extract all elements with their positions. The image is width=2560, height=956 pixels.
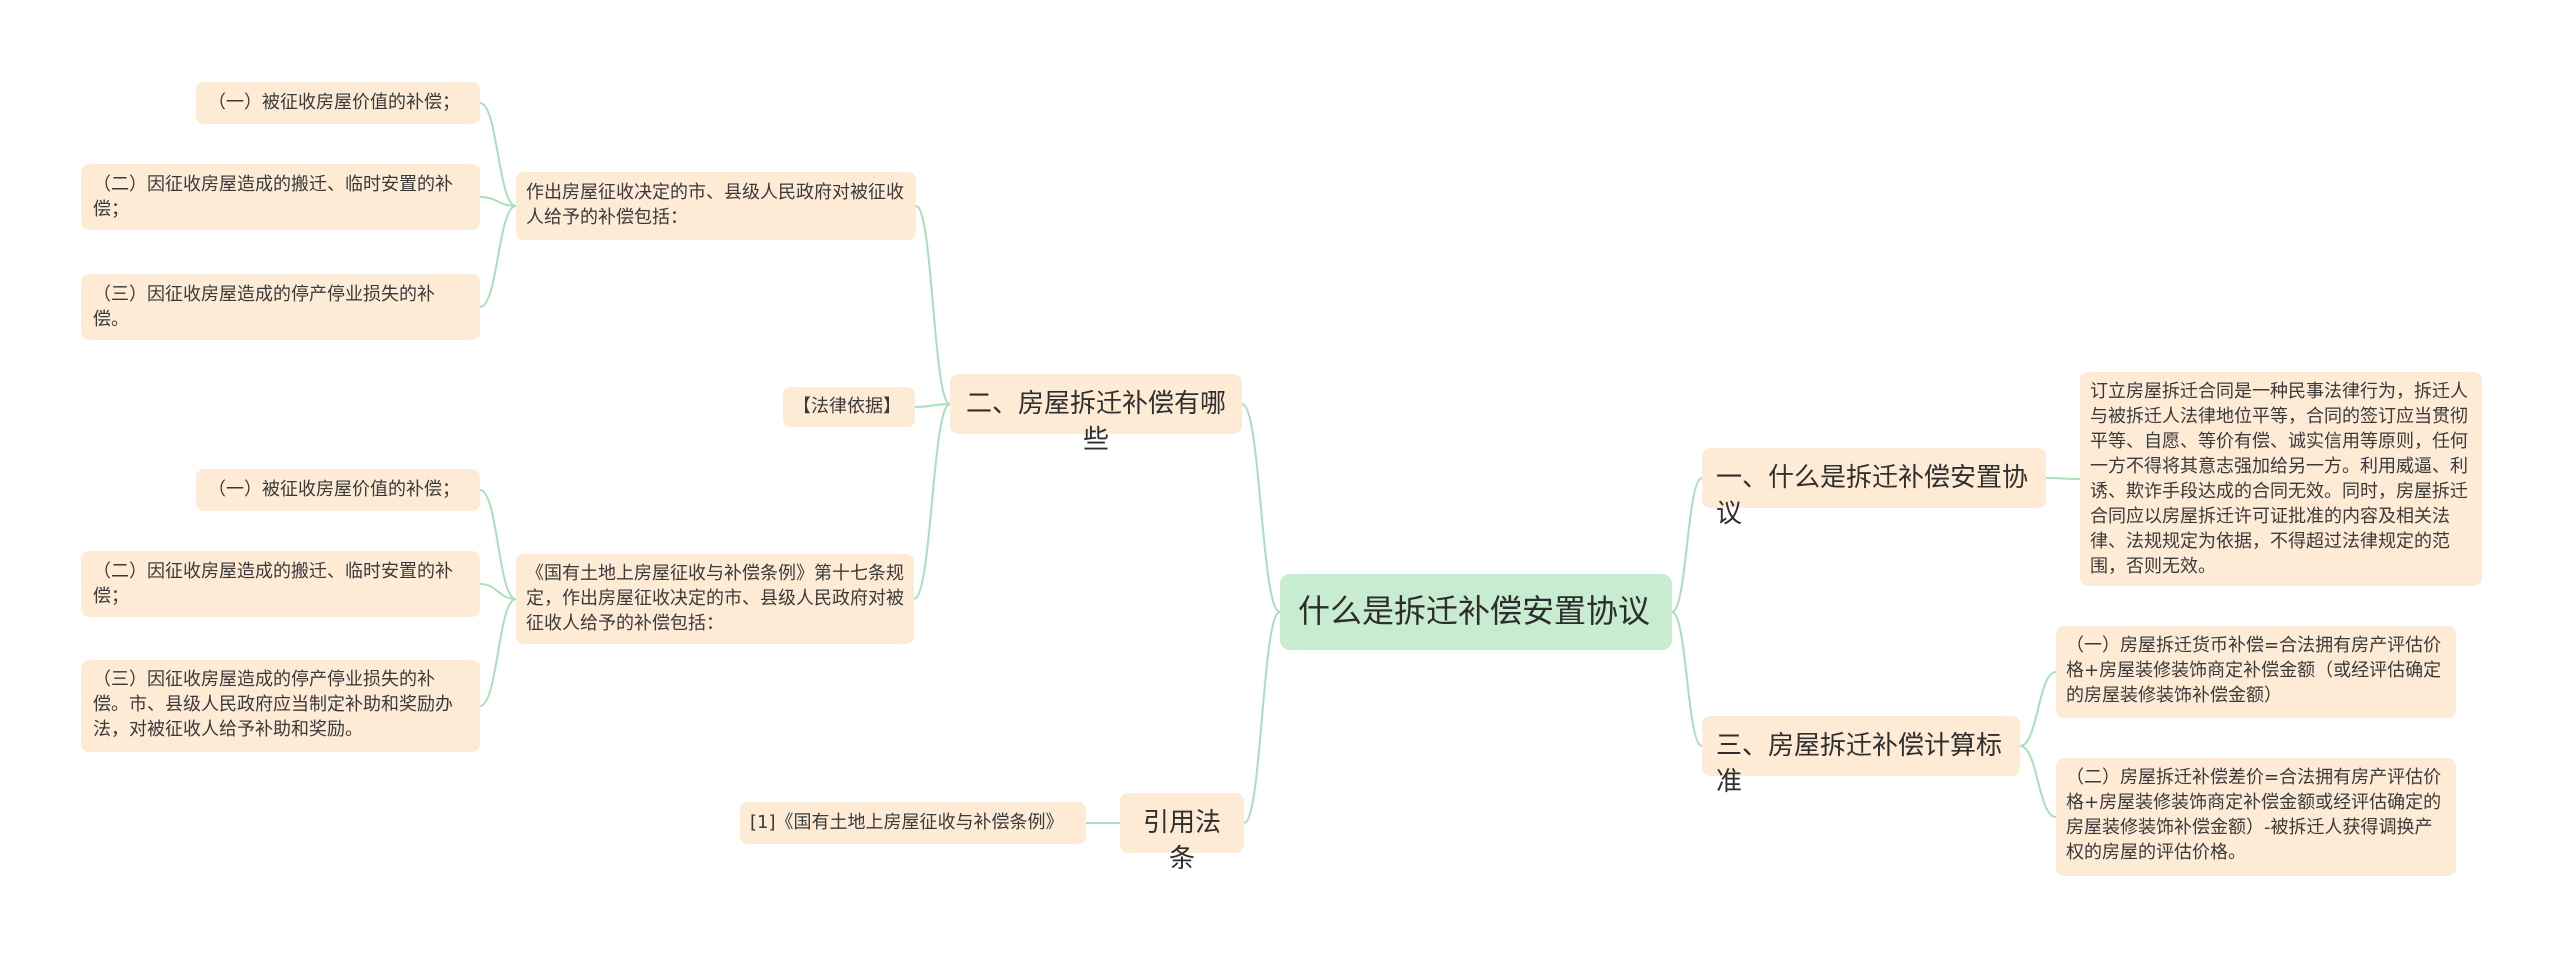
edge-branch-1-legal-basis	[914, 403, 951, 408]
branch-calculation-standard[interactable]: 三、房屋拆迁补偿计算标准	[1702, 716, 2020, 797]
edge-branch-4-item-1	[2019, 671, 2057, 747]
compensation-group-2-item-3[interactable]: （三）因征收房屋造成的停产停业损失的补偿。市、县级人民政府应当制定补助和奖励办法…	[81, 660, 480, 752]
calculation-item-1[interactable]: （一）房屋拆迁货币补偿=合法拥有房产评估价格+房屋装修装饰商定补偿金额（或经评估…	[2056, 626, 2456, 718]
compensation-group-2-header[interactable]: 《国有土地上房屋征收与补偿条例》第十七条规定，作出房屋征收决定的市、县级人民政府…	[516, 554, 914, 644]
edge-group-1-item-2	[479, 196, 517, 207]
compensation-group-2-item-2[interactable]: （二）因征收房屋造成的搬迁、临时安置的补偿；	[81, 551, 480, 617]
legal-basis-label[interactable]: 【法律依据】	[783, 387, 915, 427]
edge-branch-3-definition	[2045, 477, 2081, 480]
edge-root-branch-4	[1671, 611, 1703, 747]
edge-branch-1-group-2	[913, 403, 951, 600]
edge-root-branch-3	[1671, 477, 1703, 613]
compensation-group-2-item-1[interactable]: （一）被征收房屋价值的补偿；	[196, 469, 480, 511]
agreement-definition-text[interactable]: 订立房屋拆迁合同是一种民事法律行为，拆迁人与被拆迁人法律地位平等，合同的签订应当…	[2080, 372, 2482, 586]
cited-law-reference[interactable]: [1]《国有土地上房屋征收与补偿条例》	[740, 802, 1086, 844]
branch-compensation-types[interactable]: 二、房屋拆迁补偿有哪些	[950, 374, 1242, 455]
root-topic[interactable]: 什么是拆迁补偿安置协议	[1280, 574, 1672, 650]
edge-group-2-item-2	[479, 583, 517, 600]
edge-root-branch-1	[1241, 403, 1281, 613]
edge-group-2-item-1	[479, 489, 517, 600]
branch-cited-law[interactable]: 引用法条	[1120, 793, 1244, 874]
compensation-group-1-item-1[interactable]: （一）被征收房屋价值的补偿；	[196, 82, 480, 124]
edge-group-2-item-3	[479, 598, 517, 707]
edge-branch-1-group-1	[915, 205, 951, 405]
edge-branch-4-item-2	[2019, 745, 2057, 818]
calculation-item-2[interactable]: （二）房屋拆迁补偿差价=合法拥有房产评估价格+房屋装修装饰商定补偿金额或经评估确…	[2056, 758, 2456, 876]
branch-what-is-agreement[interactable]: 一、什么是拆迁补偿安置协议	[1702, 448, 2046, 529]
compensation-group-1-item-3[interactable]: （三）因征收房屋造成的停产停业损失的补偿。	[81, 274, 480, 340]
edge-group-1-item-1	[479, 102, 517, 207]
compensation-group-1-header[interactable]: 作出房屋征收决定的市、县级人民政府对被征收人给予的补偿包括：	[516, 172, 916, 240]
compensation-group-1-item-2[interactable]: （二）因征收房屋造成的搬迁、临时安置的补偿；	[81, 164, 480, 230]
edge-group-1-item-3	[479, 205, 517, 308]
edge-root-branch-2	[1243, 611, 1281, 824]
